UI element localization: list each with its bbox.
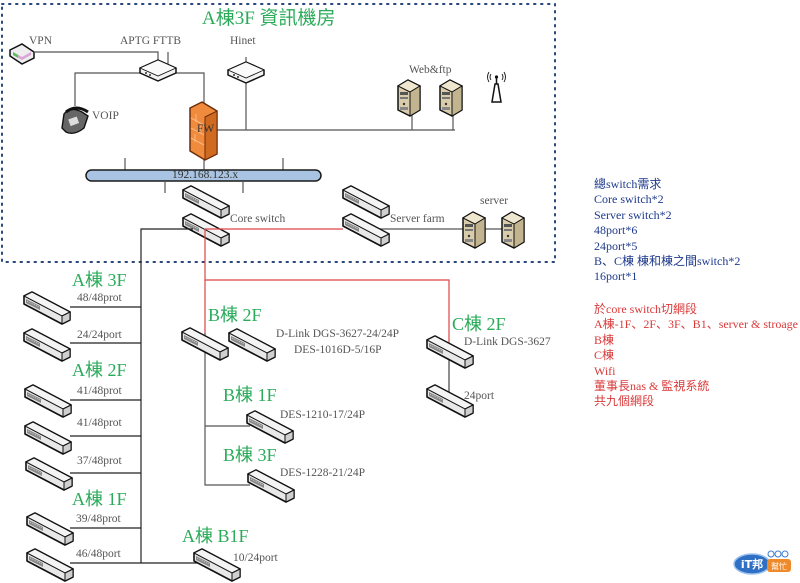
requirements-line: 16port*1 bbox=[594, 269, 638, 284]
c2f-heading: C棟 2F bbox=[452, 314, 506, 334]
segment-line: A棟-1F、2F、3F、B1、server & stroage bbox=[594, 317, 798, 332]
segment-line: Wifi bbox=[594, 363, 616, 378]
requirements-line: Server switch*2 bbox=[594, 207, 672, 222]
inter-building-links bbox=[204, 228, 450, 345]
a1f-switch-1-icon bbox=[26, 512, 74, 546]
b3f-heading: B棟 3F bbox=[223, 445, 277, 465]
b2f-model-2-label: DES-1016D-5/16P bbox=[294, 344, 382, 356]
a1f-switch-2-icon bbox=[26, 548, 74, 582]
a3f-switch-2-label: 24/24port bbox=[77, 329, 122, 341]
b2f-switch-2-icon bbox=[228, 328, 276, 362]
segment-line: B棟 bbox=[594, 332, 615, 347]
web-ftp-label: Web&ftp bbox=[409, 64, 452, 76]
a2f-switch-3-label: 37/48prot bbox=[77, 455, 122, 467]
core-switch-1-icon bbox=[182, 185, 230, 219]
requirements-line: 24port*5 bbox=[594, 238, 638, 253]
server-room-title: A棟3F 資訊機房 bbox=[202, 8, 336, 29]
segment-line: 董事長nas & 監視系統 bbox=[594, 379, 710, 394]
network-segment-notes: 於core switch切網段 A棟-1F、2F、3F、B1、server & … bbox=[594, 302, 798, 410]
server-label: server bbox=[480, 195, 509, 207]
fw-label: FW bbox=[197, 123, 215, 135]
b1f-model-label: DES-1210-17/24P bbox=[280, 409, 365, 421]
a2f-switch-2-icon bbox=[24, 421, 72, 455]
b1f-heading: B棟 1F bbox=[223, 385, 277, 405]
core-switch-label: Core switch bbox=[230, 213, 286, 225]
vpn-device-icon bbox=[9, 43, 35, 65]
a3f-switch-2-icon bbox=[23, 328, 71, 362]
ab1f-switch-label: 10/24port bbox=[233, 552, 278, 564]
aptg-router-icon bbox=[139, 59, 177, 82]
segment-line: C棟 bbox=[594, 348, 615, 363]
a2f-switch-3-icon bbox=[25, 457, 73, 491]
a3f-switch-1-icon bbox=[23, 291, 71, 325]
voip-phone-icon bbox=[61, 106, 89, 135]
server-farm-label: Server farm bbox=[390, 213, 445, 225]
hinet-router-icon bbox=[227, 61, 265, 84]
b2f-heading: B棟 2F bbox=[208, 305, 262, 325]
building-b-links bbox=[204, 333, 250, 486]
a2f-switch-1-icon bbox=[24, 384, 72, 418]
a2f-heading: A棟 2F bbox=[72, 360, 127, 380]
requirements-line: 48port*6 bbox=[594, 223, 638, 238]
requirements-line: Core switch*2 bbox=[594, 192, 664, 207]
switch-requirements-notes: 總switch需求 Core switch*2 Server switch*2 … bbox=[594, 177, 740, 285]
core-switch-2-icon bbox=[182, 213, 230, 247]
ftp-server-icon bbox=[439, 79, 463, 117]
b2f-model-1-label: D-Link DGS-3627-24/24P bbox=[276, 328, 399, 340]
server-switch-2-icon bbox=[342, 213, 390, 247]
c2f-model-label: D-Link DGS-3627 bbox=[464, 336, 551, 348]
firewall-icon bbox=[189, 101, 218, 161]
server-switch-1-icon bbox=[342, 185, 390, 219]
building-a-links bbox=[70, 228, 205, 564]
ab1f-heading: A棟 B1F bbox=[182, 526, 249, 546]
logo-sub-text: 幫忙 bbox=[771, 561, 787, 571]
a2f-switch-1-label: 41/48prot bbox=[77, 385, 122, 397]
segment-line: 於core switch切網段 bbox=[594, 302, 697, 316]
storage-server-1-icon bbox=[462, 211, 486, 249]
a2f-switch-2-label: 41/48prot bbox=[77, 417, 122, 429]
a1f-switch-2-label: 46/48port bbox=[76, 548, 121, 560]
vpn-label: VPN bbox=[29, 35, 53, 47]
b3f-model-label: DES-1228-21/24P bbox=[280, 467, 365, 479]
wifi-antenna-icon bbox=[487, 71, 506, 103]
segment-line: 共九個網段 bbox=[594, 394, 655, 409]
requirements-line: 總switch需求 bbox=[594, 177, 662, 191]
ithome-logo: iT邦 幫忙 bbox=[733, 549, 793, 575]
voip-label: VOIP bbox=[92, 110, 119, 122]
network-bus bbox=[85, 169, 322, 182]
requirements-line: B、C棟 棟和棟之間switch*2 bbox=[594, 254, 741, 269]
web-server-icon bbox=[397, 79, 421, 117]
server-room-boundary bbox=[1, 3, 556, 263]
a3f-switch-1-label: 48/48prot bbox=[77, 292, 122, 304]
aptg-label: APTG FTTB bbox=[120, 35, 182, 47]
server-room-links bbox=[35, 51, 520, 230]
c2f-switch-2-label: 24port bbox=[464, 390, 495, 402]
a3f-heading: A棟 3F bbox=[72, 270, 127, 290]
a1f-heading: A棟 1F bbox=[72, 489, 127, 509]
hinet-label: Hinet bbox=[230, 35, 256, 47]
logo-main-text: iT邦 bbox=[741, 557, 763, 571]
storage-server-2-icon bbox=[501, 211, 525, 249]
subnet-label: 192.168.123.x bbox=[172, 169, 239, 181]
a1f-switch-1-label: 39/48prot bbox=[76, 513, 121, 525]
